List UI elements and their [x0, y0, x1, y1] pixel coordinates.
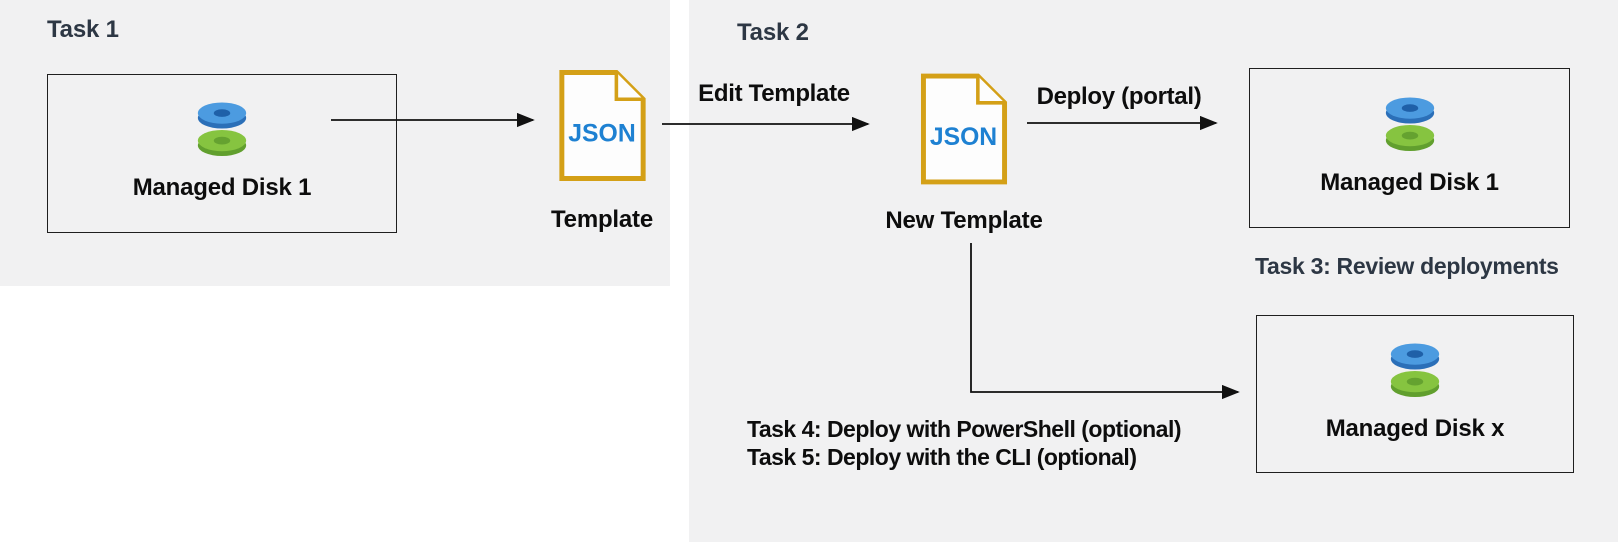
managed-disk-x-label: Managed Disk x: [1325, 414, 1505, 442]
task5-annotation-line: Task 5: Deploy with the CLI (optional): [747, 444, 1137, 470]
managed-disk-icon: [1390, 342, 1440, 397]
managed-disk-1-deployed-label: Managed Disk 1: [1320, 168, 1499, 196]
task1-panel: [0, 0, 670, 286]
new-template-json-file-icon: JSON: [919, 70, 1009, 188]
template-caption: Template: [551, 206, 653, 233]
task4-annotation-line: Task 4: Deploy with PowerShell (optional…: [747, 416, 1182, 442]
managed-disk-1-deployed-box: Managed Disk 1: [1249, 68, 1570, 228]
task2-heading: Task 2: [737, 19, 809, 46]
managed-disk-1-source-label: Managed Disk 1: [132, 174, 312, 201]
edit-template-arrow-label: Edit Template: [698, 80, 850, 107]
managed-disk-icon: [197, 102, 247, 157]
task4-task5-annotation: Task 4: Deploy with PowerShell (optional…: [747, 415, 1182, 471]
task1-heading: Task 1: [47, 16, 119, 43]
new-template-caption: New Template: [885, 207, 1043, 234]
task3-annotation: Task 3: Review deployments: [1255, 253, 1559, 279]
template-file-text: JSON: [568, 120, 635, 147]
managed-disk-icon: [1385, 96, 1434, 151]
new-template-file-text: JSON: [930, 124, 997, 151]
deploy-portal-arrow-label: Deploy (portal): [1036, 83, 1202, 110]
managed-disk-1-source-box: Managed Disk 1: [47, 74, 397, 233]
template-json-file-icon: JSON: [557, 68, 648, 183]
managed-disk-x-box: Managed Disk x: [1256, 315, 1574, 473]
